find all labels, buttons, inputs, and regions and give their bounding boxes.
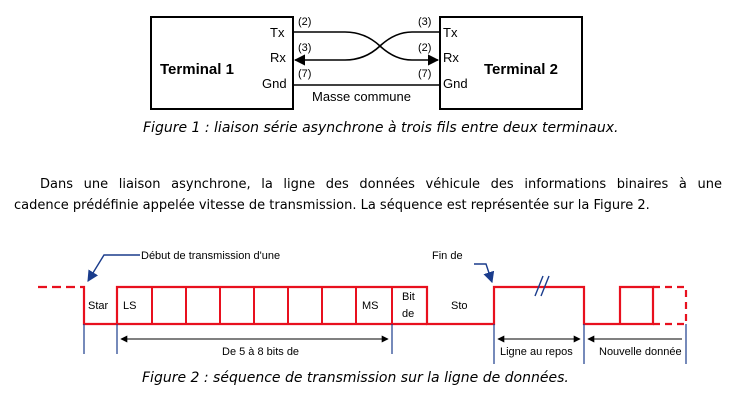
t2-rx-number: (2) xyxy=(418,42,431,54)
start-note: Début de transmission d'une xyxy=(141,250,280,262)
start-bit-label: Star xyxy=(88,300,109,312)
stop-bit-label-1: Bit xyxy=(402,291,415,303)
lsb-label: LS xyxy=(123,300,136,312)
bit-separators xyxy=(151,287,393,324)
t2-gnd-number: (7) xyxy=(418,68,431,80)
terminal-2-label: Terminal 2 xyxy=(484,61,558,78)
t1-tx-pin: Tx xyxy=(270,25,285,40)
t2-tx-pin: Tx xyxy=(443,25,458,40)
t2-tx-number: (3) xyxy=(418,16,431,28)
terminal-1-label: Terminal 1 xyxy=(160,61,234,78)
bits-range-label: De 5 à 8 bits de xyxy=(222,346,299,358)
terminal-1-box xyxy=(150,16,294,110)
start-note-arrow xyxy=(87,254,140,282)
t1-gnd-pin: Gnd xyxy=(262,76,287,91)
signal-waveform xyxy=(80,285,655,326)
msb-label: MS xyxy=(362,300,379,312)
terminal-2-box xyxy=(439,16,583,110)
t2-gnd-pin: Gnd xyxy=(443,76,468,91)
stop-label: Sto xyxy=(451,300,468,312)
timing-markers xyxy=(83,324,687,364)
body-paragraph: Dans une liaison asynchrone, la ligne de… xyxy=(14,174,722,216)
end-note-arrow xyxy=(474,263,495,284)
t1-rx-pin: Rx xyxy=(270,50,286,65)
end-note: Fin de xyxy=(432,250,463,262)
wire-t2-tx-to-t1-rx xyxy=(293,31,440,66)
figure-2-caption: Figure 2 : séquence de transmission sur … xyxy=(142,370,569,386)
t1-tx-number: (2) xyxy=(298,16,311,28)
figure-1-caption: Figure 1 : liaison série asynchrone à tr… xyxy=(143,120,619,136)
t1-rx-number: (3) xyxy=(298,42,311,54)
stop-bit-label-2: de xyxy=(402,308,414,320)
new-data-label: Nouvelle donnée xyxy=(599,346,682,358)
break-marks xyxy=(534,275,550,297)
ground-label: Masse commune xyxy=(312,89,411,104)
paragraph-line-1: Dans une liaison asynchrone, la ligne de… xyxy=(40,177,722,192)
t1-gnd-number: (7) xyxy=(298,68,311,80)
t2-rx-pin: Rx xyxy=(443,50,459,65)
signal-next-dashed xyxy=(653,285,688,326)
rest-line-label: Ligne au repos xyxy=(500,346,573,358)
paragraph-line-2: cadence prédéfinie appelée vitesse de tr… xyxy=(14,198,650,213)
